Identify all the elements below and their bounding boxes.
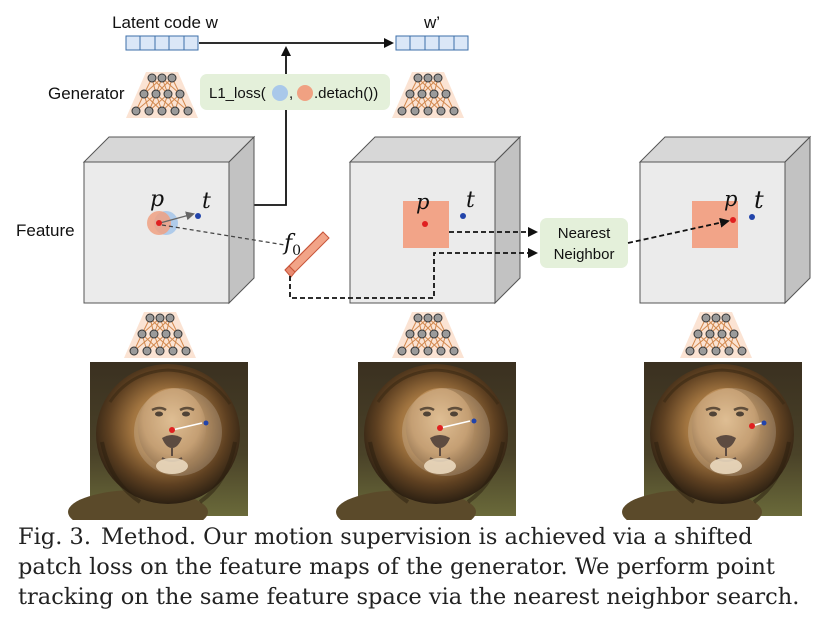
point-t-label: t [754, 186, 764, 214]
generator-label: Generator [48, 84, 125, 103]
figure-caption: Fig. 3.Method. Our motion supervision is… [18, 522, 813, 612]
point-t-label: t [466, 188, 475, 213]
loss-box: L1_loss( , .detach()) [200, 74, 390, 110]
generator-network-icon [679, 311, 753, 359]
latent-code-label: Latent code w [112, 13, 219, 32]
target-point [195, 213, 201, 219]
point-p-label: p [724, 187, 737, 211]
loss-suffix: .detach()) [314, 85, 378, 102]
lion-photo [334, 360, 518, 520]
point-t-label: t [202, 189, 211, 214]
f0-feature-bar [284, 231, 330, 278]
latent-code-vector [125, 35, 199, 51]
handle-point [156, 220, 162, 226]
target-feature-circle [297, 85, 313, 101]
point-p-label: p [416, 190, 429, 214]
generator-network-icon [123, 311, 197, 359]
latent-code-prime-vector [395, 35, 469, 51]
point-p-label: p [150, 187, 164, 212]
target-point [749, 214, 755, 220]
lion-photo [66, 360, 250, 520]
loss-comma: , [289, 85, 293, 102]
nn-to-point-arrow [627, 217, 730, 244]
handle-point [730, 217, 736, 223]
figure-label: Fig. 3. [18, 524, 91, 550]
caption-text: Method. Our motion supervision is achiev… [18, 524, 800, 610]
generator-network-icon [391, 71, 465, 119]
target-point [460, 213, 466, 219]
handle-point [422, 221, 428, 227]
gradient-arrow [254, 46, 291, 206]
shift-arrow [159, 211, 195, 224]
lion-photo [620, 360, 804, 520]
f0-to-nn-arrow [289, 248, 538, 299]
generator-network-icon [391, 311, 465, 359]
f0-label: f0 [282, 231, 301, 259]
nearest-neighbor-box: Nearest Neighbor [540, 218, 628, 268]
nn-label-line2: Neighbor [554, 246, 615, 263]
handle-feature-circle [272, 85, 288, 101]
nn-label-line1: Nearest [558, 225, 611, 242]
latent-code-prime-label: w’ [423, 13, 440, 32]
generator-network-icon [125, 71, 199, 119]
loss-prefix: L1_loss( [209, 85, 266, 102]
feature-label: Feature [16, 221, 75, 240]
method-diagram: Latent code w w’ Generator L1_loss( , .d… [16, 13, 812, 520]
